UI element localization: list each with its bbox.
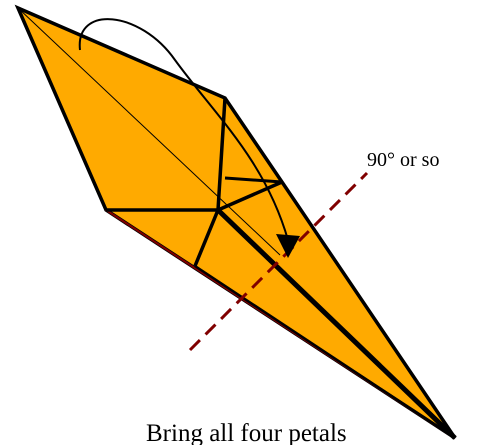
curved-arrow-icon	[78, 18, 289, 241]
angle-label: 90° or so	[367, 149, 440, 171]
flap-line-2	[194, 264, 456, 440]
arrow-head-icon	[276, 234, 300, 258]
flap-line-3	[231, 221, 456, 439]
inner-edge-mid	[224, 176, 283, 184]
inner-edge-right	[217, 180, 283, 212]
dashed-axis-line	[188, 171, 369, 352]
caption-text: Bring all four petals	[146, 420, 347, 445]
inner-edge-lower	[193, 209, 220, 267]
center-crease	[17, 7, 281, 256]
